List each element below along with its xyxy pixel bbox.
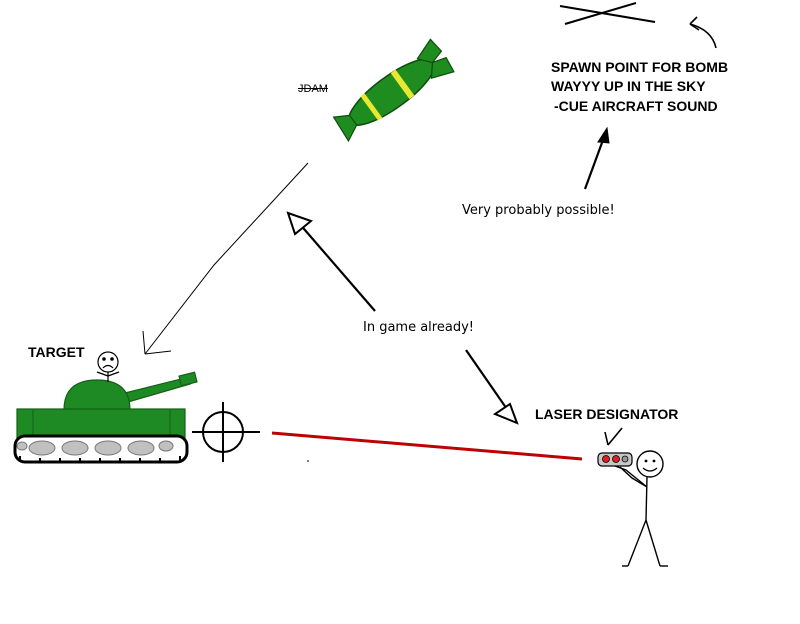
in-game-arrow-up [286, 211, 376, 312]
in-game-label: In game already! [363, 320, 474, 335]
sad-tank-commander [96, 351, 120, 382]
pointer-arrow-icon [604, 427, 623, 446]
bomb [332, 38, 455, 143]
binoculars-icon [597, 452, 633, 467]
laser-operator [597, 450, 668, 567]
very-probably-label: Very probably possible! [462, 203, 615, 218]
target-label: TARGET [28, 344, 85, 360]
bomb-trajectory-arrow [142, 162, 309, 355]
possible-arrow-up [583, 126, 610, 190]
spawn-line-1: SPAWN POINT FOR BOMB [551, 59, 729, 75]
tank [13, 371, 198, 464]
spawn-line-2: WAYYY UP IN THE SKY [551, 78, 706, 94]
laser-designator-label: LASER DESIGNATOR [535, 406, 679, 422]
laser-dot [307, 460, 309, 462]
curved-arrow-icon [689, 16, 717, 49]
laser-beam [271, 431, 583, 461]
cross-mark [559, 2, 656, 25]
crosshair-icon [192, 402, 260, 462]
jdam-crossed-label: JDAM [298, 83, 328, 95]
in-game-arrow-down [465, 349, 519, 425]
spawn-line-3: -CUE AIRCRAFT SOUND [554, 98, 718, 114]
